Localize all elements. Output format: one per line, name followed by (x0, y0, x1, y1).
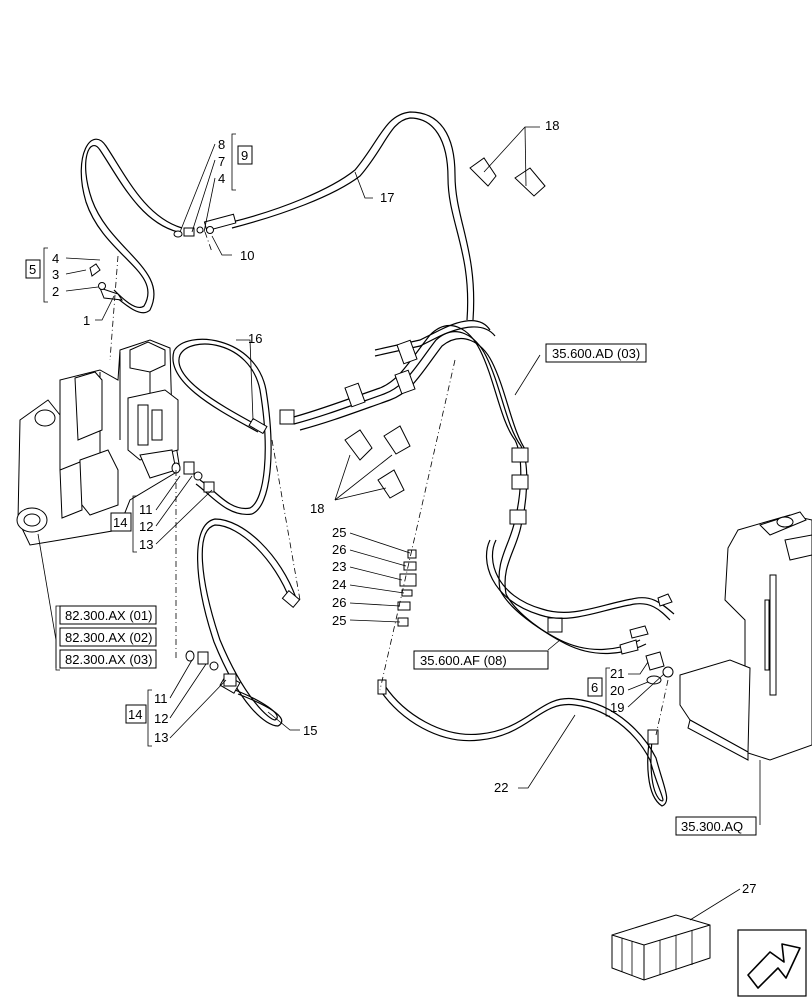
callout-box-14b (125, 704, 147, 724)
callout-4-left[interactable]: 4 (52, 251, 59, 266)
hose-16 (172, 338, 272, 515)
callout-4-top[interactable]: 4 (218, 171, 225, 186)
hose-15 (197, 518, 301, 727)
callout-12-lower[interactable]: 12 (154, 711, 168, 726)
callout-10[interactable]: 10 (240, 248, 254, 263)
clips-18 (344, 157, 546, 499)
loader-bracket-assembly (16, 339, 181, 546)
ref-ax03[interactable]: 82.300.AX (03) (65, 652, 152, 667)
hose-22 (377, 679, 668, 807)
fitting-parts-14-upper (171, 461, 215, 493)
callout-11-lower[interactable]: 11 (154, 691, 168, 706)
callout-11-upper[interactable]: 11 (139, 502, 153, 517)
callout-19[interactable]: 19 (610, 700, 624, 715)
callout-27[interactable]: 27 (742, 881, 756, 896)
fitting-stack-23-26 (397, 549, 417, 627)
ref-box-af08 (413, 650, 549, 670)
ref-box-ax02 (59, 627, 157, 647)
callout-14-upper[interactable]: 14 (113, 515, 127, 530)
callout-18-top[interactable]: 18 (545, 118, 559, 133)
fitting-parts-top (89, 226, 214, 290)
callout-12-upper[interactable]: 12 (139, 519, 153, 534)
ref-af08[interactable]: 35.600.AF (08) (420, 653, 507, 668)
fitting-parts-14-lower (185, 650, 237, 687)
callout-7[interactable]: 7 (218, 154, 225, 169)
callout-20[interactable]: 20 (610, 683, 624, 698)
callout-23[interactable]: 23 (332, 559, 346, 574)
valve-hose-bundle (279, 320, 675, 655)
callout-26-bottom[interactable]: 26 (332, 595, 346, 610)
navigation-arrow-icon[interactable] (737, 929, 807, 997)
callout-1[interactable]: 1 (83, 313, 90, 328)
ref-ad03[interactable]: 35.600.AD (03) (552, 346, 640, 361)
callout-6[interactable]: 6 (591, 680, 598, 695)
callout-9[interactable]: 9 (241, 148, 248, 163)
callout-8[interactable]: 8 (218, 137, 225, 152)
callout-21[interactable]: 21 (610, 666, 624, 681)
ref-ax02[interactable]: 82.300.AX (02) (65, 630, 152, 645)
callout-25-top[interactable]: 25 (332, 525, 346, 540)
callout-26-top[interactable]: 26 (332, 542, 346, 557)
callout-16[interactable]: 16 (248, 331, 262, 346)
callout-22[interactable]: 22 (494, 780, 508, 795)
ref-box-aq (675, 816, 757, 836)
callout-box-5 (25, 259, 41, 279)
callout-box-6 (587, 677, 603, 697)
callout-17[interactable]: 17 (380, 190, 394, 205)
callout-18-mid[interactable]: 18 (310, 501, 324, 516)
hose-17 (203, 111, 475, 321)
callout-box-9 (237, 145, 253, 165)
ref-box-ax03 (59, 649, 157, 669)
ref-box-ad03 (545, 343, 647, 363)
alignment-lines (109, 231, 669, 736)
callout-14-lower[interactable]: 14 (128, 707, 142, 722)
ref-ax01[interactable]: 82.300.AX (01) (65, 608, 152, 623)
callout-3[interactable]: 3 (52, 267, 59, 282)
callout-25-bottom[interactable]: 25 (332, 613, 346, 628)
hose-top-left (80, 138, 183, 314)
crate-27 (611, 914, 711, 981)
callout-15[interactable]: 15 (303, 723, 317, 738)
callout-5[interactable]: 5 (29, 262, 36, 277)
callout-13-lower[interactable]: 13 (154, 730, 168, 745)
ref-aq[interactable]: 35.300.AQ (681, 819, 743, 834)
callout-24[interactable]: 24 (332, 577, 346, 592)
ref-box-ax01 (59, 605, 157, 625)
callout-2[interactable]: 2 (52, 284, 59, 299)
fitting-parts-6 (645, 651, 674, 685)
callout-box-14a (110, 512, 132, 532)
tractor-frame (679, 511, 812, 761)
brackets (43, 133, 610, 747)
leader-lines (37, 126, 761, 921)
callout-13-upper[interactable]: 13 (139, 537, 153, 552)
